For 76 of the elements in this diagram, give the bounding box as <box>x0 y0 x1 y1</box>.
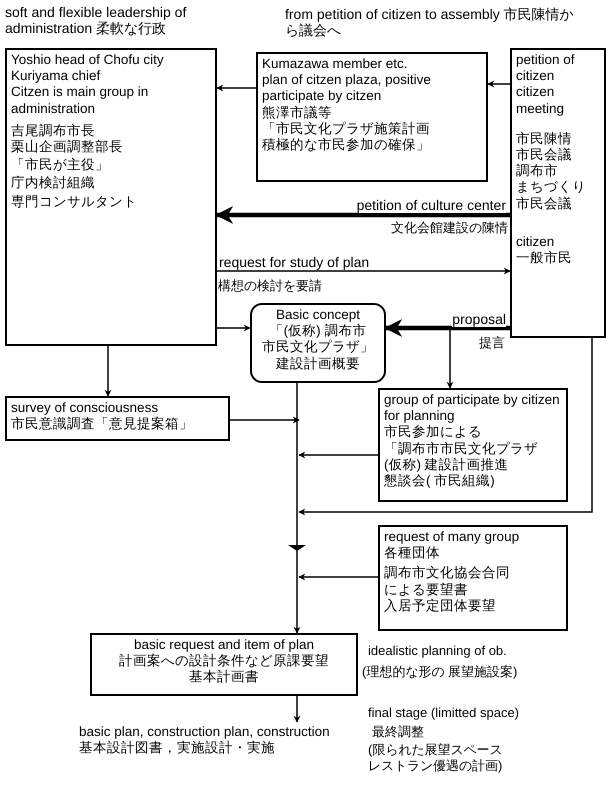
node-text: 市民会議 <box>516 146 572 162</box>
node-text: 市民参加による <box>384 424 482 440</box>
arrow <box>215 206 510 224</box>
concept-box <box>250 303 386 383</box>
node-text: による要望書 <box>384 582 468 597</box>
node-text: plan of citzen plaza, positive participate by citzen <box>262 72 431 104</box>
node-text: 「市民文化プラザ施策計画 <box>262 120 430 136</box>
note-text: 構想の検討を要請 <box>218 278 322 293</box>
node-text: 市民会議 <box>516 196 572 210</box>
node-text: Basic concept <box>276 307 360 322</box>
node-text: request of many group <box>384 529 520 544</box>
node-text: survey of consciousness <box>11 400 158 415</box>
note-text: 最終調整 <box>372 724 424 739</box>
arrow <box>288 383 306 633</box>
node-text: citizen meeting <box>516 84 564 116</box>
process-box <box>90 633 358 696</box>
node-text: 基本計画書 <box>189 669 259 684</box>
node-text: basic request and item of plan <box>134 637 314 652</box>
node-text: Kuriyama chief <box>11 68 100 84</box>
node-text: 専門コンサルタント <box>11 194 137 208</box>
process-box <box>378 525 568 631</box>
note-text: final stage (limitted space) <box>368 705 520 720</box>
process-box <box>5 396 230 441</box>
node-text: 懇談会( 市民組織) <box>384 472 495 488</box>
note-text: 文化会館建設の陳情 <box>391 220 508 235</box>
node-text: 積極的な市民参加の確保」 <box>262 136 430 152</box>
node-text: (仮称) 建設計画推進 <box>384 456 509 472</box>
node-text: 庁内検討組織 <box>11 175 95 190</box>
arrow <box>230 416 300 424</box>
process-box <box>256 52 488 182</box>
node-text: 市民意識調査「意見提案箱」 <box>11 416 193 432</box>
box-heading: soft and flexible leadership of administration 柔軟な行政 <box>5 4 186 36</box>
node-text: 調布市 <box>516 163 558 178</box>
node-text: 熊澤市議等 <box>262 104 332 120</box>
arrow <box>104 346 112 397</box>
note-text: 提言 <box>479 335 505 350</box>
arrow <box>216 84 256 92</box>
edge-label: petition of culture center <box>356 197 506 213</box>
edge-label: proposal <box>452 311 506 327</box>
process-box <box>378 388 568 502</box>
note-text: (理想的な形の 展望施設案) <box>362 664 518 679</box>
node-text: Yoshio head of Chofu city <box>11 52 164 67</box>
node-text: 計画案への設計条件など原課要望 <box>119 653 329 668</box>
box-heading: from petition of citizen to assembly 市民陳情から議会へ <box>285 6 574 38</box>
edge-label: request for study of plan <box>219 254 370 270</box>
node-text: group of participate by citizen for planning <box>384 392 560 424</box>
node-text: 一般市民 <box>516 250 572 265</box>
node-text: basic plan, construction plan, construction <box>79 724 330 739</box>
node-text: 「調布市市民文化プラザ <box>384 440 538 456</box>
node-text: 市民陳情 <box>516 130 572 146</box>
node-text: 「(仮称) 調布市 <box>270 323 366 338</box>
process-box <box>5 48 217 346</box>
node-text: Citzen is main group in administration <box>11 84 148 116</box>
node-text: Kumazawa member etc. <box>262 56 408 71</box>
node-text: まちづくり <box>516 179 586 194</box>
note-text: idealistic planning of ob. <box>368 643 507 658</box>
process-box <box>510 48 606 338</box>
arrow <box>298 452 378 458</box>
node-text: 調布市文化協会合同 <box>384 565 510 580</box>
note-text: (限られた展望スペースレストラン優遇の計画) <box>368 742 502 774</box>
arrow <box>487 80 510 88</box>
node-text: 市民文化プラザ」 <box>262 339 374 354</box>
arrow <box>298 574 378 580</box>
node-text: 建設計画概要 <box>276 356 360 371</box>
node-text: 各種団体 <box>384 545 440 560</box>
node-text: 基本設計図書，実施設計・実施 <box>79 740 275 756</box>
node-text: 入居予定団体要望 <box>384 598 496 613</box>
arrow <box>384 319 510 337</box>
arrow <box>217 324 251 332</box>
node-text: citizen <box>516 234 554 249</box>
arrow <box>217 268 511 274</box>
arrow <box>298 338 593 516</box>
node-text: 栗山企画調整部長 <box>11 138 123 154</box>
node-text: 「市民が主役」 <box>11 157 109 172</box>
node-text: 吉尾調布市長 <box>11 122 95 138</box>
arrow <box>294 696 300 723</box>
